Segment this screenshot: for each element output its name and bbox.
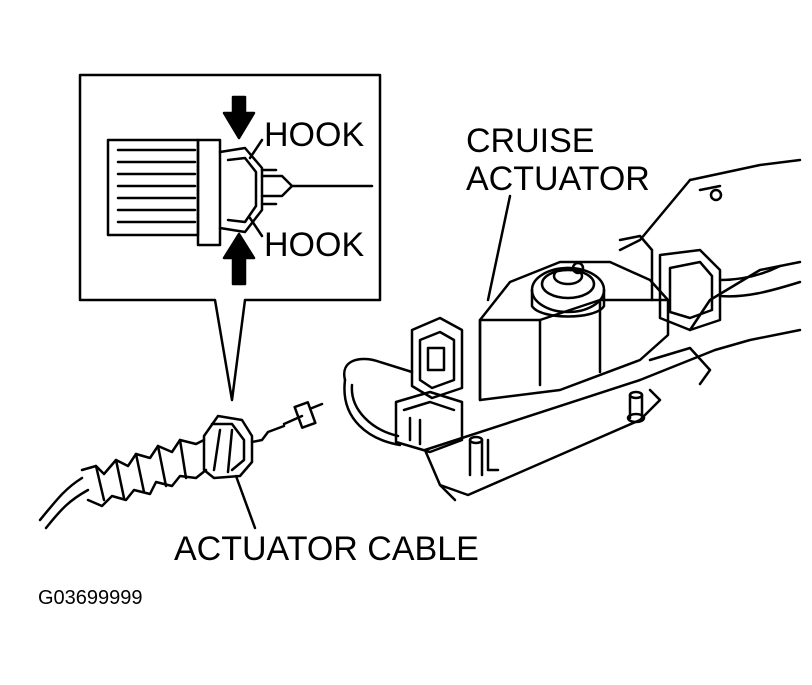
hook-top-label: HOOK [264,116,365,154]
leader-lines [236,196,510,528]
inset-frame [80,75,380,400]
hook-arrow-down-icon [224,97,254,138]
actuator-cable-drawing [40,402,322,528]
inset-cable-end [108,140,372,245]
figure-code: G03699999 [38,587,143,609]
actuator-cable-leader [236,476,255,528]
hook-arrow-up-icon [224,234,254,284]
cruise-actuator-leader [488,196,510,300]
cruise-actuator-label-line2: ACTUATOR [466,160,650,198]
actuator-cable-label: ACTUATOR CABLE [174,530,479,568]
cruise-actuator-label-line1: CRUISE [466,122,595,160]
cruise-actuator-drawing [344,160,800,500]
hook-bottom-label: HOOK [264,226,365,264]
detail-inset [80,75,380,400]
